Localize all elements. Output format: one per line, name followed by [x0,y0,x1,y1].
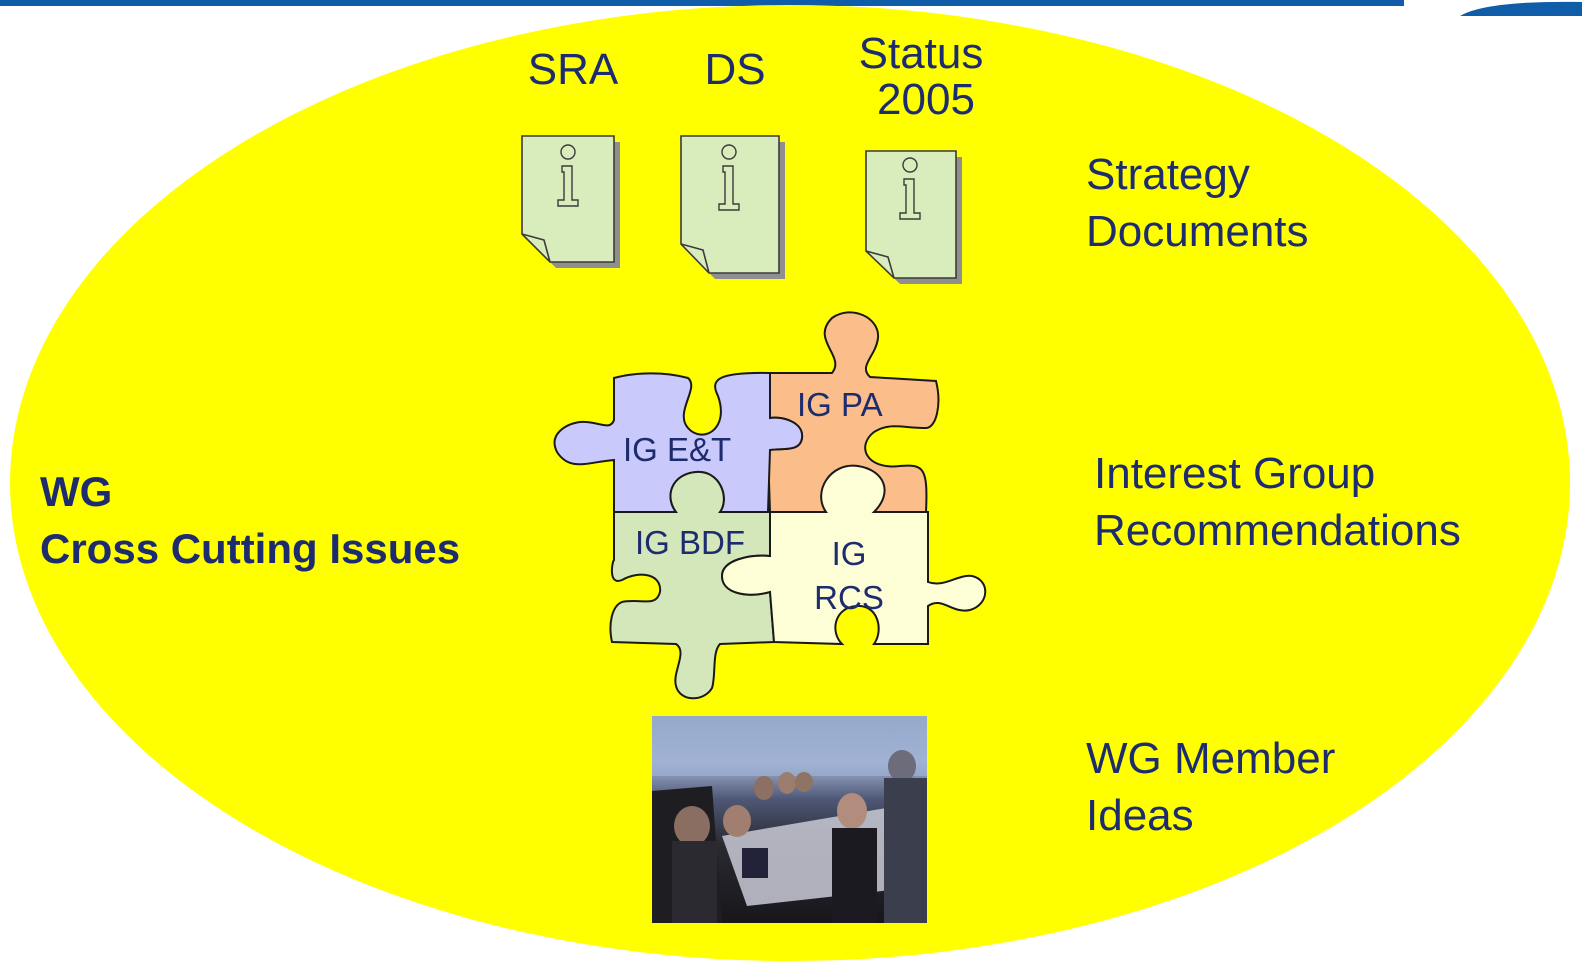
wg-title-line1: WG [40,468,113,515]
piece-label-bdf: IG BDF [635,524,746,561]
document-status-icon [865,150,962,284]
member-ideas-label: WG Member Ideas [1086,730,1335,844]
interest-line2: Recommendations [1094,506,1461,555]
puzzle-piece-rcs [720,464,987,646]
strategy-line1: Strategy [1086,150,1250,199]
strategy-documents-label: Strategy Documents [1086,146,1309,260]
wg-title-line2: Cross Cutting Issues [40,525,461,572]
puzzle-piece-bdf [609,470,776,700]
header-rule [0,0,1404,6]
interest-group-label: Interest Group Recommendations [1094,445,1461,559]
piece-label-rcs: IG RCS [810,535,888,617]
wg-title: WG Cross Cutting Issues [40,463,460,577]
document-ds-icon [680,135,785,279]
doc-label-status-line2: 2005 [877,75,975,124]
doc-label-status: Status 2005 [846,31,996,123]
meeting-photo [652,716,927,923]
doc-label-sra: SRA [527,45,619,94]
logo-corner [1440,0,1582,16]
doc-label-status-line1: Status [858,29,984,78]
piece-label-et: IG E&T [623,431,732,468]
puzzle-piece-et [553,371,804,513]
piece-label-rcs-line2: RCS [814,579,884,616]
document-sra-icon [521,135,620,268]
doc-label-ds: DS [704,45,766,94]
strategy-line2: Documents [1086,207,1309,256]
member-line2: Ideas [1086,791,1194,840]
piece-label-pa: IG PA [797,386,883,423]
interest-line1: Interest Group [1094,449,1376,498]
piece-label-rcs-line1: IG [831,535,867,572]
member-line1: WG Member [1086,734,1336,783]
